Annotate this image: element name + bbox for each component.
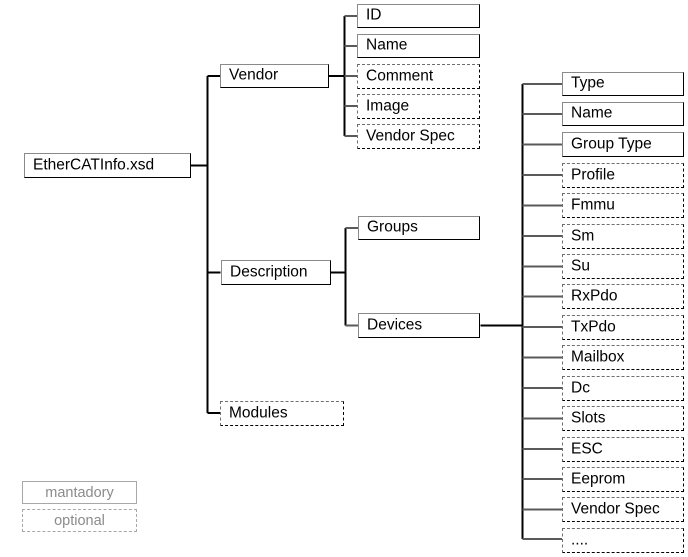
node-root[interactable]: EtherCATInfo.xsd — [24, 153, 191, 178]
node-device-eeprom[interactable]: Eeprom — [562, 467, 684, 492]
node-vendor-id[interactable]: ID — [357, 4, 480, 28]
node-device-vendor-spec[interactable]: Vendor Spec — [562, 497, 684, 522]
node-description[interactable]: Description — [221, 260, 331, 285]
node-label: Dc — [571, 379, 590, 397]
node-vendor-name[interactable]: Name — [357, 34, 480, 58]
node-label: Sm — [571, 227, 595, 245]
node-label: TxPdo — [571, 318, 616, 336]
node-devices[interactable]: Devices — [358, 313, 480, 338]
node-device-esc[interactable]: ESC — [562, 437, 684, 462]
node-device-slots[interactable]: Slots — [562, 406, 684, 431]
node-device-rxpdo[interactable]: RxPdo — [562, 284, 684, 309]
node-device-su[interactable]: Su — [562, 254, 684, 279]
node-device-dc[interactable]: Dc — [562, 376, 684, 401]
legend-mandatory-label: mantadory — [45, 484, 114, 501]
node-label: Comment — [366, 67, 434, 85]
node-label: Groups — [367, 218, 418, 236]
node-label: Eeprom — [571, 470, 626, 488]
node-device-fmmu[interactable]: Fmmu — [562, 193, 684, 218]
node-device-mailbox[interactable]: Mailbox — [562, 345, 684, 370]
node-label: Name — [366, 36, 408, 54]
node-vendor-image[interactable]: Image — [357, 94, 480, 119]
node-vendor[interactable]: Vendor — [220, 64, 329, 88]
node-label: Vendor — [229, 66, 279, 84]
node-label: EtherCATInfo.xsd — [33, 156, 155, 174]
node-label: Type — [571, 74, 605, 92]
node-label: Modules — [229, 404, 288, 422]
node-label: Group Type — [571, 135, 652, 153]
node-modules[interactable]: Modules — [220, 401, 344, 426]
node-label: Vendor Spec — [366, 127, 455, 145]
legend-mandatory: mantadory — [22, 481, 137, 504]
legend-optional: optional — [22, 509, 137, 532]
node-label: Profile — [571, 166, 615, 184]
node-label: .... — [571, 531, 589, 549]
node-vendor-comment[interactable]: Comment — [357, 64, 480, 89]
node-device-more[interactable]: .... — [562, 528, 684, 553]
node-device-group-type[interactable]: Group Type — [562, 132, 684, 157]
node-label: ID — [366, 6, 382, 24]
node-label: Image — [366, 97, 410, 115]
node-vendor-vendor-spec[interactable]: Vendor Spec — [357, 124, 480, 149]
node-label: Name — [571, 104, 613, 122]
node-device-type[interactable]: Type — [562, 72, 684, 96]
legend-optional-label: optional — [54, 512, 105, 529]
node-label: Mailbox — [571, 348, 625, 366]
node-device-name[interactable]: Name — [562, 102, 684, 126]
node-label: ESC — [571, 440, 603, 458]
node-label: Vendor Spec — [571, 500, 660, 518]
node-label: Fmmu — [571, 196, 615, 214]
node-label: RxPdo — [571, 287, 618, 305]
node-groups[interactable]: Groups — [358, 216, 480, 240]
node-label: Description — [230, 263, 308, 281]
node-device-txpdo[interactable]: TxPdo — [562, 315, 684, 340]
node-label: Devices — [367, 316, 423, 334]
node-label: Su — [571, 257, 590, 275]
node-device-sm[interactable]: Sm — [562, 224, 684, 249]
node-device-profile[interactable]: Profile — [562, 163, 684, 188]
node-label: Slots — [571, 409, 606, 427]
